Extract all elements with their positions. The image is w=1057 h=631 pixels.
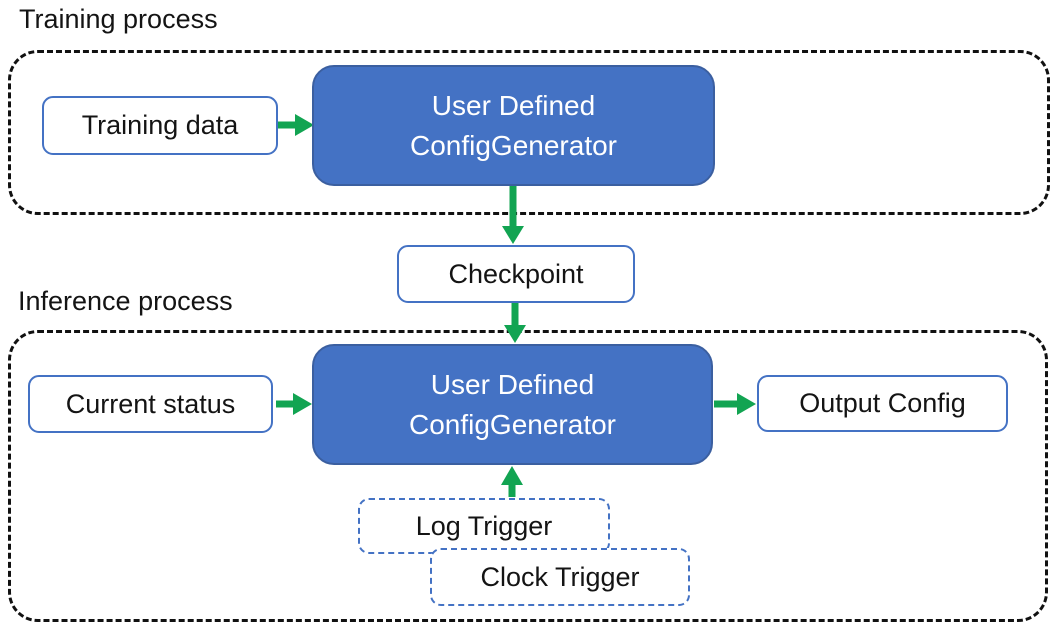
inference-process-label: Inference process xyxy=(18,286,233,316)
training-config-generator-line1: User Defined xyxy=(431,89,596,121)
log-trigger-box: Log Trigger xyxy=(358,498,610,554)
training-process-label: Training process xyxy=(19,4,218,34)
clock-trigger-box: Clock Trigger xyxy=(430,548,690,606)
log-trigger-label: Log Trigger xyxy=(415,510,553,541)
clock-trigger-label: Clock Trigger xyxy=(480,561,640,592)
inference-process-container xyxy=(8,330,1048,622)
inference-config-generator-line2: ConfigGenerator xyxy=(408,408,616,440)
current-status-label: Current status xyxy=(65,388,236,419)
inference-config-generator-line1: User Defined xyxy=(430,368,595,400)
checkpoint-box: Checkpoint xyxy=(397,245,635,303)
training-data-box: Training data xyxy=(42,96,278,155)
current-status-box: Current status xyxy=(28,375,273,433)
training-config-generator-box: User Defined ConfigGenerator xyxy=(312,65,715,186)
training-data-label: Training data xyxy=(81,110,239,140)
inference-config-generator-box: User Defined ConfigGenerator xyxy=(312,344,713,465)
checkpoint-label: Checkpoint xyxy=(448,258,584,289)
output-config-box: Output Config xyxy=(757,375,1008,432)
output-config-label: Output Config xyxy=(799,388,966,418)
training-config-generator-line2: ConfigGenerator xyxy=(409,129,617,161)
training-process-container xyxy=(8,50,1050,215)
